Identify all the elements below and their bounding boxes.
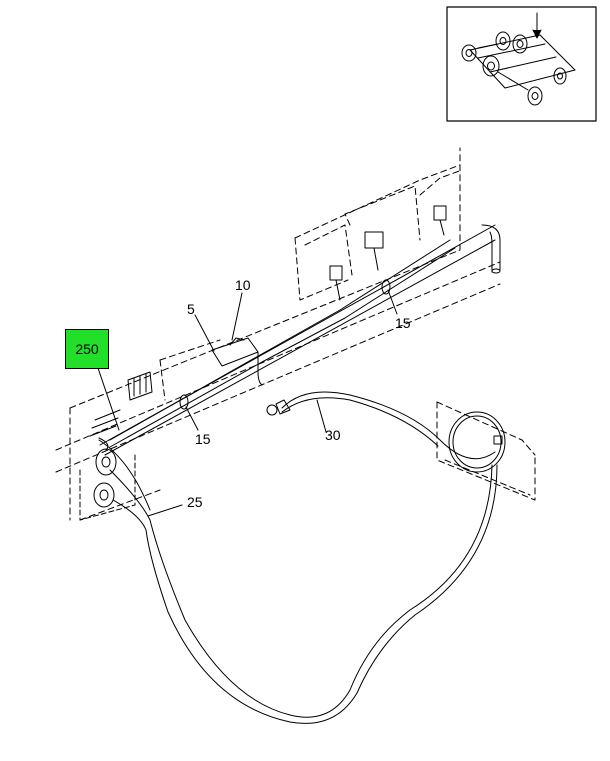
callout-25: 25 — [187, 494, 203, 510]
callout-15-right: 15 — [395, 315, 411, 331]
callout-10: 10 — [235, 277, 251, 293]
extension-cable — [266, 391, 506, 473]
locator-inset — [446, 6, 597, 122]
leader-lines — [97, 289, 398, 517]
sensor-cable-loop — [98, 439, 498, 724]
callout-30: 30 — [325, 427, 341, 443]
callout-5: 5 — [187, 301, 195, 317]
wire-harness — [89, 205, 456, 448]
frame-rail — [55, 147, 536, 521]
callout-15-left: 15 — [195, 431, 211, 447]
callout-250-highlight[interactable]: 250 — [65, 329, 109, 369]
crossmember-tube — [99, 224, 501, 456]
